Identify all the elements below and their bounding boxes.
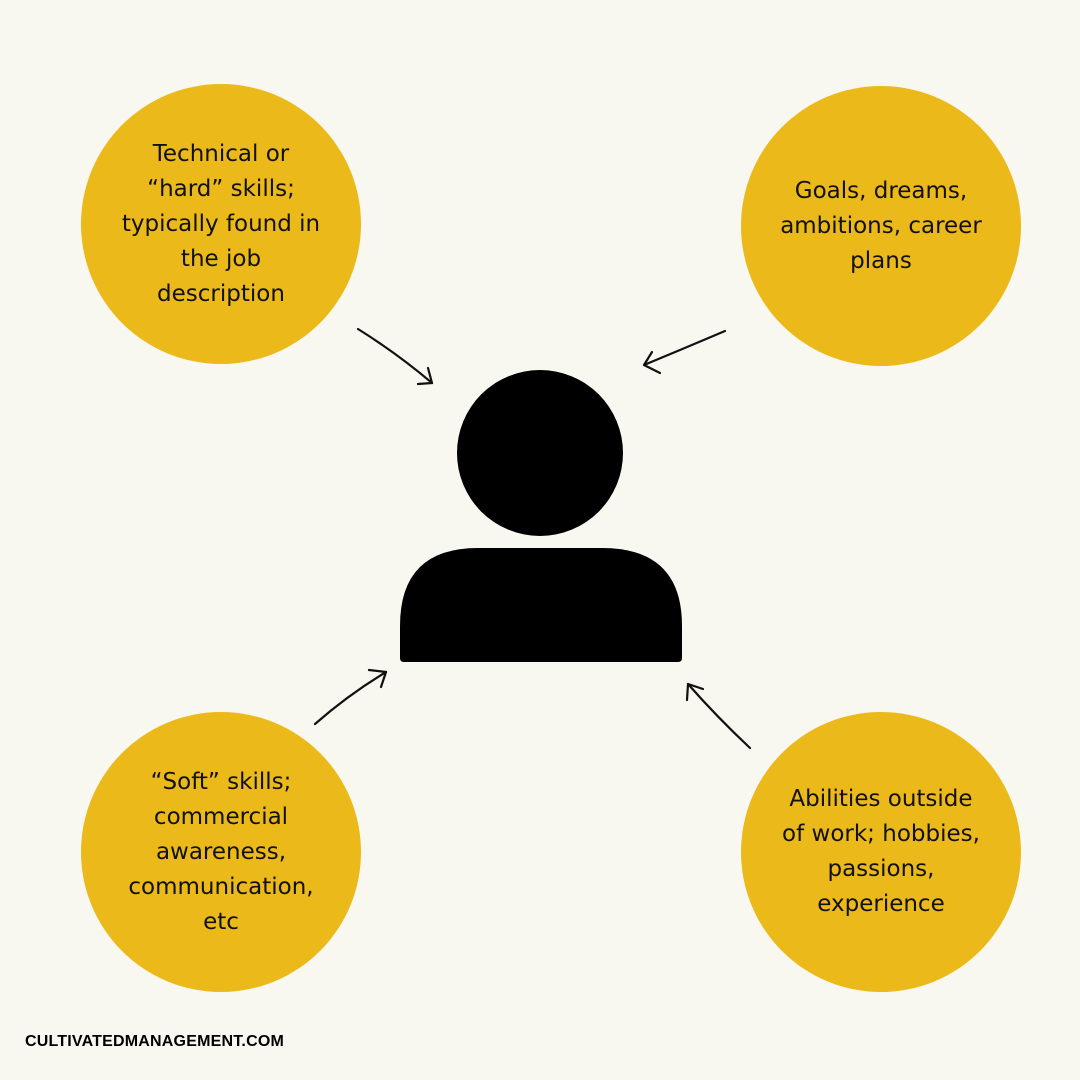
bubble-technical-skills-text: Technical or “hard” skills; typically fo… [121,140,321,307]
bubble-goals: Goals, dreams, ambitions, career plans [741,86,1021,366]
bubble-goals-text: Goals, dreams, ambitions, career plans [780,177,982,274]
arrow-bottom-left [313,668,388,726]
arrow-top-right [642,329,727,375]
person-body [400,548,682,662]
arrow-top-left [356,327,434,386]
person-head [457,370,623,536]
person-icon [400,370,682,662]
bubble-soft-skills: “Soft” skills; commercial awareness, com… [81,712,361,992]
bubble-abilities-outside-work-text: Abilities outside of work; hobbies, pass… [782,786,980,917]
bubble-technical-skills: Technical or “hard” skills; typically fo… [81,84,361,364]
arrow-bottom-right [685,682,752,750]
bubble-soft-skills-text: “Soft” skills; commercial awareness, com… [128,768,314,935]
bubble-abilities-outside-work: Abilities outside of work; hobbies, pass… [741,712,1021,992]
footer-website: CULTIVATEDMANAGEMENT.COM [25,1033,285,1050]
